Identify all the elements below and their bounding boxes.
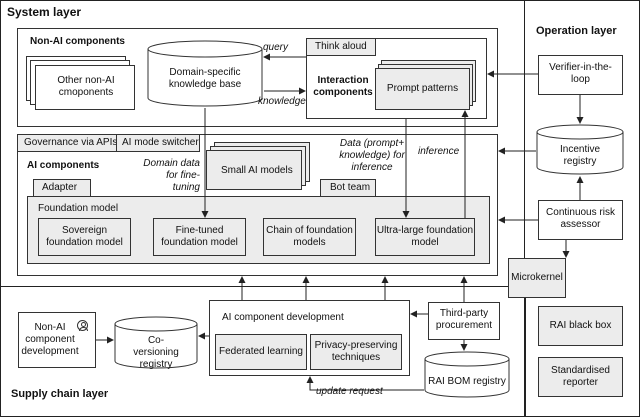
small-models-box: Small AI models (206, 150, 302, 190)
federated-box: Federated learning (215, 334, 307, 370)
fine-tuned-label: Fine-tuned foundation model (161, 225, 238, 248)
bom-registry-cylinder-shape (424, 351, 510, 398)
risk-assessor-label: Continuous risk assessor (546, 207, 615, 230)
verifier-box: Verifier-in-the-loop (538, 55, 623, 95)
risk-assessor-box: Continuous risk assessor (538, 200, 623, 240)
edge-label-inference: inference (418, 146, 460, 157)
user-icon (77, 320, 88, 331)
third-party-box: Third-party procurement (428, 302, 500, 340)
governance-label: Governance via APIs (24, 137, 118, 148)
ultra-large-label: Ultra-large foundation model (376, 225, 474, 248)
system-layer-title: System layer (7, 5, 82, 19)
non-ai-dev-box: Non-AI component development (18, 312, 96, 368)
think-aloud-box: Think aloud (306, 38, 376, 56)
edge-label-update-request: update request (316, 386, 383, 397)
ai-components-title: AI components (27, 160, 100, 171)
incentive-registry-cylinder: Incentive registry (536, 124, 624, 176)
fine-tuned-box: Fine-tuned foundation model (153, 218, 246, 256)
microkernel-label: Microkernel (511, 272, 563, 283)
interaction-components-label: Interaction components (313, 75, 373, 98)
operation-layer-title: Operation layer (536, 25, 617, 37)
other-non-ai-box: Other non-AI cmoponents (35, 65, 135, 110)
standardised-reporter-label: Standardised reporter (551, 365, 610, 388)
ai-dev-label: AI component development (222, 312, 344, 323)
co-versioning-cylinder: Co-versioning registry (114, 316, 198, 370)
small-models-label: Small AI models (221, 165, 293, 176)
ultra-large-box: Ultra-large foundation model (375, 218, 475, 256)
privacy-label: Privacy-preserving techniques (314, 340, 398, 363)
third-party-label: Third-party procurement (435, 308, 493, 331)
microkernel-box: Microkernel (508, 258, 566, 298)
think-aloud-label: Think aloud (315, 41, 367, 52)
edge-label-knowledge: knowledge (258, 96, 306, 107)
bom-registry-cylinder: RAI BOM registry (424, 351, 510, 399)
federated-label: Federated learning (219, 346, 303, 357)
chain-box: Chain of foundation models (263, 218, 356, 256)
rai-black-box-label: RAI black box (549, 320, 612, 331)
bot-team-label: Bot team (330, 182, 371, 193)
co-versioning-label: Co-versioning registry (133, 335, 179, 370)
knowledge-base-cylinder-shape (147, 40, 263, 107)
foundation-model-label: Foundation model (38, 203, 119, 214)
adapter-label: Adapter (42, 182, 78, 193)
bom-registry-label: RAI BOM registry (428, 376, 506, 387)
co-versioning-cylinder-shape (114, 316, 198, 369)
edge-label-data-prompt: Data (prompt+ knowledge) for inference (339, 138, 405, 173)
knowledge-base-label: Domain-specific knowledge base (168, 67, 242, 90)
standardised-reporter-box: Standardised reporter (538, 357, 623, 397)
non-ai-components-title: Non-AI components (30, 36, 125, 47)
prompt-patterns-label: Prompt patterns (386, 83, 459, 94)
incentive-registry-label: Incentive registry (559, 144, 601, 167)
supply-chain-layer-title: Supply chain layer (11, 388, 109, 400)
privacy-box: Privacy-preserving techniques (310, 334, 402, 370)
mode-switcher-label: AI mode switcher (122, 137, 199, 148)
arrow-update-request (306, 376, 424, 391)
non-ai-dev-label: Non-AI component development (21, 322, 79, 357)
incentive-registry-cylinder-shape (536, 124, 624, 175)
edge-label-query: query (263, 42, 289, 53)
verifier-label: Verifier-in-the-loop (549, 62, 612, 85)
knowledge-base-cylinder: Domain-specific knowledge base (147, 40, 263, 108)
sovereign-box: Sovereign foundation model (38, 218, 131, 256)
sovereign-label: Sovereign foundation model (46, 225, 123, 248)
chain-label: Chain of foundation models (266, 225, 353, 248)
edge-label-domain-data: Domain data for fine-tuning (143, 158, 200, 193)
rai-black-box: RAI black box (538, 306, 623, 346)
other-non-ai-label: Other non-AI cmoponents (57, 75, 115, 98)
prompt-patterns-box: Prompt patterns (375, 68, 470, 110)
